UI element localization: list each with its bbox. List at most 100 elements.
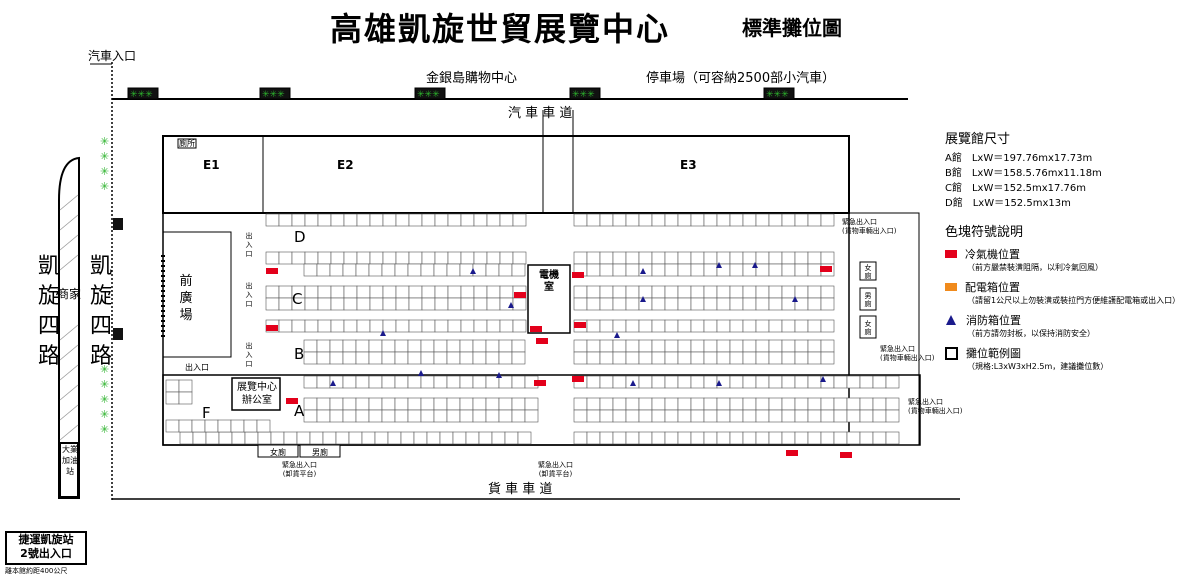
- shops-label: 商家: [57, 287, 82, 301]
- booth: [421, 251, 436, 265]
- booth: [446, 339, 461, 353]
- booth: [317, 213, 332, 227]
- booth: [742, 431, 757, 445]
- booth: [612, 409, 627, 423]
- booth: [394, 397, 409, 411]
- fire-box: [614, 332, 620, 338]
- booth: [486, 297, 501, 311]
- booth: [690, 375, 705, 389]
- booth: [612, 397, 627, 411]
- booth: [355, 351, 370, 365]
- legend-panel-box: 配電箱位置: [945, 279, 1195, 295]
- booth: [381, 351, 396, 365]
- booth: [499, 319, 514, 333]
- kaixuan-road-left: 凱旋四路: [37, 254, 60, 369]
- booth: [486, 285, 501, 299]
- booth: [651, 339, 666, 353]
- booth: [330, 297, 345, 311]
- booth: [755, 339, 770, 353]
- booth: [382, 319, 397, 333]
- hall-d-label: D: [294, 228, 306, 246]
- booth: [329, 351, 344, 365]
- booth: [499, 285, 514, 299]
- fire-box: [470, 268, 476, 274]
- legend-panel: 展覽館尺寸 A館 LxW＝197.76mx17.73m B館 LxW＝158.5…: [945, 128, 1195, 372]
- booth: [407, 397, 422, 411]
- legend-ac: 冷氣機位置: [945, 246, 1195, 262]
- booth: [342, 351, 357, 365]
- legend-booth-label: 攤位範例圖: [966, 347, 1021, 360]
- booth: [381, 339, 396, 353]
- fire-box: [716, 380, 722, 386]
- women-restroom-right: [859, 261, 877, 281]
- booth: [729, 339, 744, 353]
- electric-room-box: [527, 264, 571, 334]
- booth: [316, 375, 331, 389]
- hall-e3-label: E3: [680, 158, 697, 172]
- booth: [794, 213, 809, 227]
- emergency-bottom-mid: 緊急出入口 (卸貨平台): [538, 461, 573, 478]
- booth: [420, 339, 435, 353]
- booth: [768, 397, 783, 411]
- booth: [355, 339, 370, 353]
- booth: [459, 375, 474, 389]
- booth: [573, 297, 588, 311]
- booth: [407, 263, 422, 277]
- booth: [651, 251, 666, 265]
- booth: [491, 431, 506, 445]
- svg-text:✳: ✳: [100, 423, 109, 436]
- booth: [342, 397, 357, 411]
- booth: [677, 397, 692, 411]
- ac-unit: [534, 380, 546, 386]
- booth: [356, 285, 371, 299]
- booth: [807, 397, 822, 411]
- booth: [742, 397, 757, 411]
- booth: [421, 297, 436, 311]
- booth: [833, 375, 848, 389]
- svg-text:✳✳✳: ✳✳✳: [572, 90, 595, 100]
- booth: [664, 339, 679, 353]
- booth: [511, 351, 526, 365]
- booth: [408, 213, 423, 227]
- booth: [781, 263, 796, 277]
- booth: [586, 263, 601, 277]
- booth: [599, 409, 614, 423]
- booth: [217, 419, 232, 433]
- booth: [343, 297, 358, 311]
- booth: [330, 213, 345, 227]
- booth: [278, 251, 293, 265]
- booth: [460, 251, 475, 265]
- booth: [820, 297, 835, 311]
- booth: [664, 285, 679, 299]
- booth: [690, 319, 705, 333]
- booth: [729, 319, 744, 333]
- booth: [807, 319, 822, 333]
- hall-f-label: F: [202, 404, 211, 422]
- booth: [165, 419, 180, 433]
- booth: [781, 431, 796, 445]
- booth: [755, 285, 770, 299]
- booth: [885, 397, 900, 411]
- booth: [329, 375, 344, 389]
- booth: [473, 297, 488, 311]
- booth: [781, 397, 796, 411]
- women-restroom-box: [257, 444, 299, 458]
- booth: [278, 213, 293, 227]
- booth: [859, 397, 874, 411]
- plaza-label: 前廣場: [179, 274, 193, 323]
- booth: [329, 409, 344, 423]
- booth: [408, 285, 423, 299]
- booth: [368, 397, 383, 411]
- booth: [664, 213, 679, 227]
- booth: [625, 431, 640, 445]
- booth: [433, 409, 448, 423]
- booth: [742, 297, 757, 311]
- ac-unit: [572, 376, 584, 382]
- ac-unit: [786, 450, 798, 456]
- legend-fire-label: 消防箱位置: [966, 314, 1021, 327]
- booth: [256, 419, 271, 433]
- booth: [703, 251, 718, 265]
- booth: [872, 375, 887, 389]
- booth: [283, 431, 298, 445]
